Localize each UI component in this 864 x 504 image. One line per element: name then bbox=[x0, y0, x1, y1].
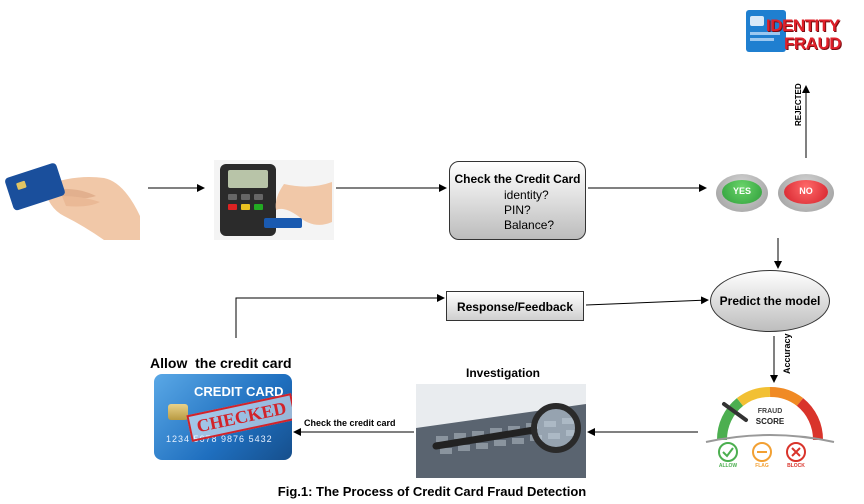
predict-model-label: Predict the model bbox=[719, 294, 821, 308]
response-feedback-label: Response/Feedback bbox=[456, 300, 574, 314]
figure-caption: Fig.1: The Process of Credit Card Fraud … bbox=[277, 484, 587, 499]
rejected-label: REJECTED bbox=[794, 83, 803, 126]
check-item-balance: Balance? bbox=[504, 218, 555, 232]
hand-card-icon bbox=[5, 163, 140, 240]
gauge-option-flag: FLAG bbox=[755, 463, 769, 469]
arrow-feedback-to-predict bbox=[585, 296, 709, 306]
credit-card-title: CREDIT CARD bbox=[194, 384, 284, 399]
identity-fraud-logo: IDENTITY FRAUD bbox=[744, 6, 860, 54]
gauge-option-allow: ALLOW bbox=[718, 463, 738, 469]
fraud-score-gauge: FRAUD SCORE ALLOW FLAG BLOCK bbox=[700, 384, 840, 476]
check-item-pin: PIN? bbox=[504, 203, 531, 217]
credit-card-number: 1234 5678 9876 5432 bbox=[166, 434, 273, 444]
investigation-label: Investigation bbox=[466, 366, 541, 380]
gauge-dial bbox=[705, 387, 835, 462]
decision-buttons: YES NO bbox=[716, 168, 836, 216]
response-feedback-box: Response/Feedback bbox=[446, 291, 584, 321]
arrow-allow-to-feedback bbox=[235, 294, 445, 338]
predict-model-node: Predict the model bbox=[710, 270, 830, 332]
check-credit-card-label: Check the credit card bbox=[304, 418, 396, 428]
identity-card-icon bbox=[746, 10, 786, 52]
no-label: NO bbox=[799, 186, 813, 196]
check-credit-card-box: Check the Credit Card identity? PIN? Bal… bbox=[449, 161, 586, 240]
logo-line-1: IDENTITY bbox=[766, 16, 840, 35]
allow-icon bbox=[718, 442, 738, 462]
no-button: NO bbox=[778, 174, 834, 212]
pos-terminal-icon bbox=[214, 160, 334, 240]
yes-button: YES bbox=[716, 174, 768, 212]
gauge-title-1: FRAUD bbox=[757, 408, 783, 415]
check-box-title: Check the Credit Card bbox=[454, 172, 581, 186]
credit-card-checked: CREDIT CARD 1234 5678 9876 5432 CHECKED bbox=[154, 374, 292, 460]
chip-icon bbox=[168, 404, 188, 420]
gauge-option-block: BLOCK bbox=[787, 463, 805, 469]
gauge-title-2: SCORE bbox=[755, 417, 785, 426]
check-item-identity: identity? bbox=[504, 188, 549, 202]
logo-line-2: FRAUD bbox=[784, 34, 842, 53]
accuracy-label: Accuracy bbox=[782, 333, 792, 374]
laptop-magnifier-icon bbox=[416, 384, 586, 478]
allow-label: Allow the credit card bbox=[150, 355, 292, 371]
gauge-needle bbox=[722, 402, 748, 422]
yes-label: YES bbox=[732, 186, 751, 196]
